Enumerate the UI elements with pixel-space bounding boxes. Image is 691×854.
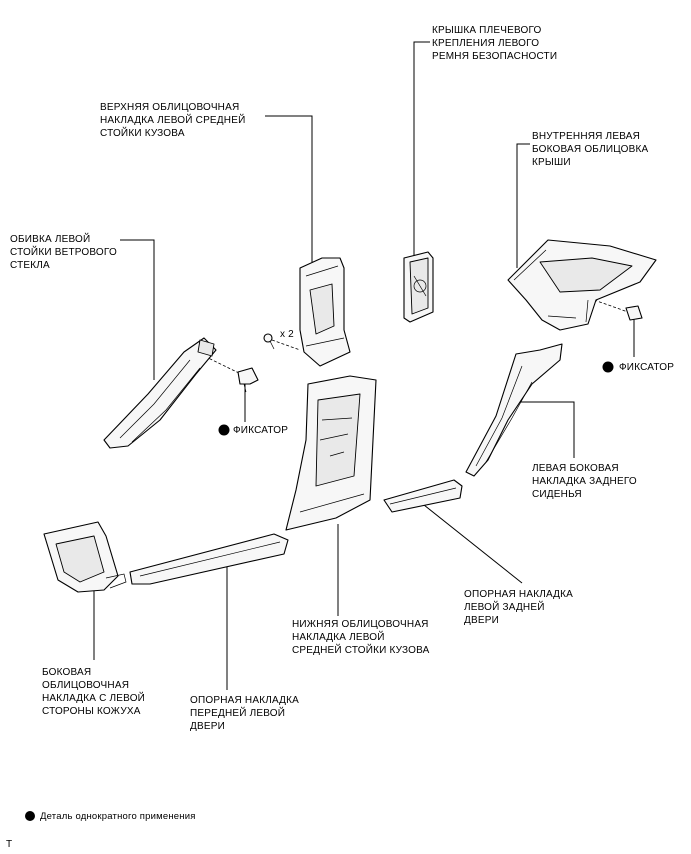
one-time-use-dot-right [602,361,614,373]
corner-mark: T [6,839,13,850]
belt-anchor-cover-part [403,251,434,323]
rear-seat-side-part [465,343,563,477]
label-rear-seat-side: ЛЕВАЯ БОКОВАЯ НАКЛАДКА ЗАДНЕГО СИДЕНЬЯ [532,463,637,500]
front-door-scuff-part [129,533,289,585]
label-front-door-scuff: ОПОРНАЯ НАКЛАДКА ПЕРЕДНЕЙ ЛЕВОЙ ДВЕРИ [190,695,300,732]
a-pillar-trim-part [103,337,217,449]
leader-a-pillar-trim [120,239,155,380]
leader-rear-door-scuff [423,504,523,584]
leader-belt-cover [413,41,430,255]
legend-text: Деталь однократного применения [40,811,196,822]
label-rear-door-scuff: ОПОРНАЯ НАКЛАДКА ЛЕВОЙ ЗАДНЕЙ ДВЕРИ [464,589,574,626]
roof-side-trim-part [507,239,657,331]
dash-bolt-b-pillar [271,339,301,351]
label-upper-b-pillar: ВЕРХНЯЯ ОБЛИЦОВОЧНАЯ НАКЛАДКА ЛЕВОЙ СРЕД… [100,102,246,139]
leader-roof-side-trim [516,143,530,268]
leader-lines [93,41,635,690]
lower-b-pillar-part [285,375,377,531]
leader-rear-seat-side [511,401,575,458]
label-lower-b-pillar: НИЖНЯЯ ОБЛИЦОВОЧНАЯ НАКЛАДКА ЛЕВОЙ СРЕДН… [292,619,430,656]
cowl-side-trim-part [43,521,127,593]
legend-dot [25,811,35,821]
label-clip-left: ФИКСАТОР [233,425,289,436]
bolt-part [263,333,275,350]
clip-right-part [625,305,643,321]
dash-a-pillar-clip [195,351,246,377]
label-quantity: x 2 [280,329,294,340]
leader-upper-b-pillar [265,115,313,262]
upper-b-pillar-part [299,257,351,367]
label-roof-side-trim: ВНУТРЕННЯЯ ЛЕВАЯ БОКОВАЯ ОБЛИЦОВКА КРЫШИ [532,131,649,168]
label-clip-right: ФИКСАТОР [619,362,675,373]
label-a-pillar-trim: ОБИВКА ЛЕВОЙ СТОЙКИ ВЕТРОВОГО СТЕКЛА [10,234,117,271]
clip-left-part [237,367,259,393]
one-time-use-dot-left [218,424,230,436]
label-cowl-side-trim: БОКОВАЯ ОБЛИЦОВОЧНАЯ НАКЛАДКА С ЛЕВОЙ СТ… [42,667,146,717]
rear-door-scuff-part [383,479,463,513]
label-belt-cover: КРЫШКА ПЛЕЧЕВОГО КРЕПЛЕНИЯ ЛЕВОГО РЕМНЯ … [432,25,558,62]
